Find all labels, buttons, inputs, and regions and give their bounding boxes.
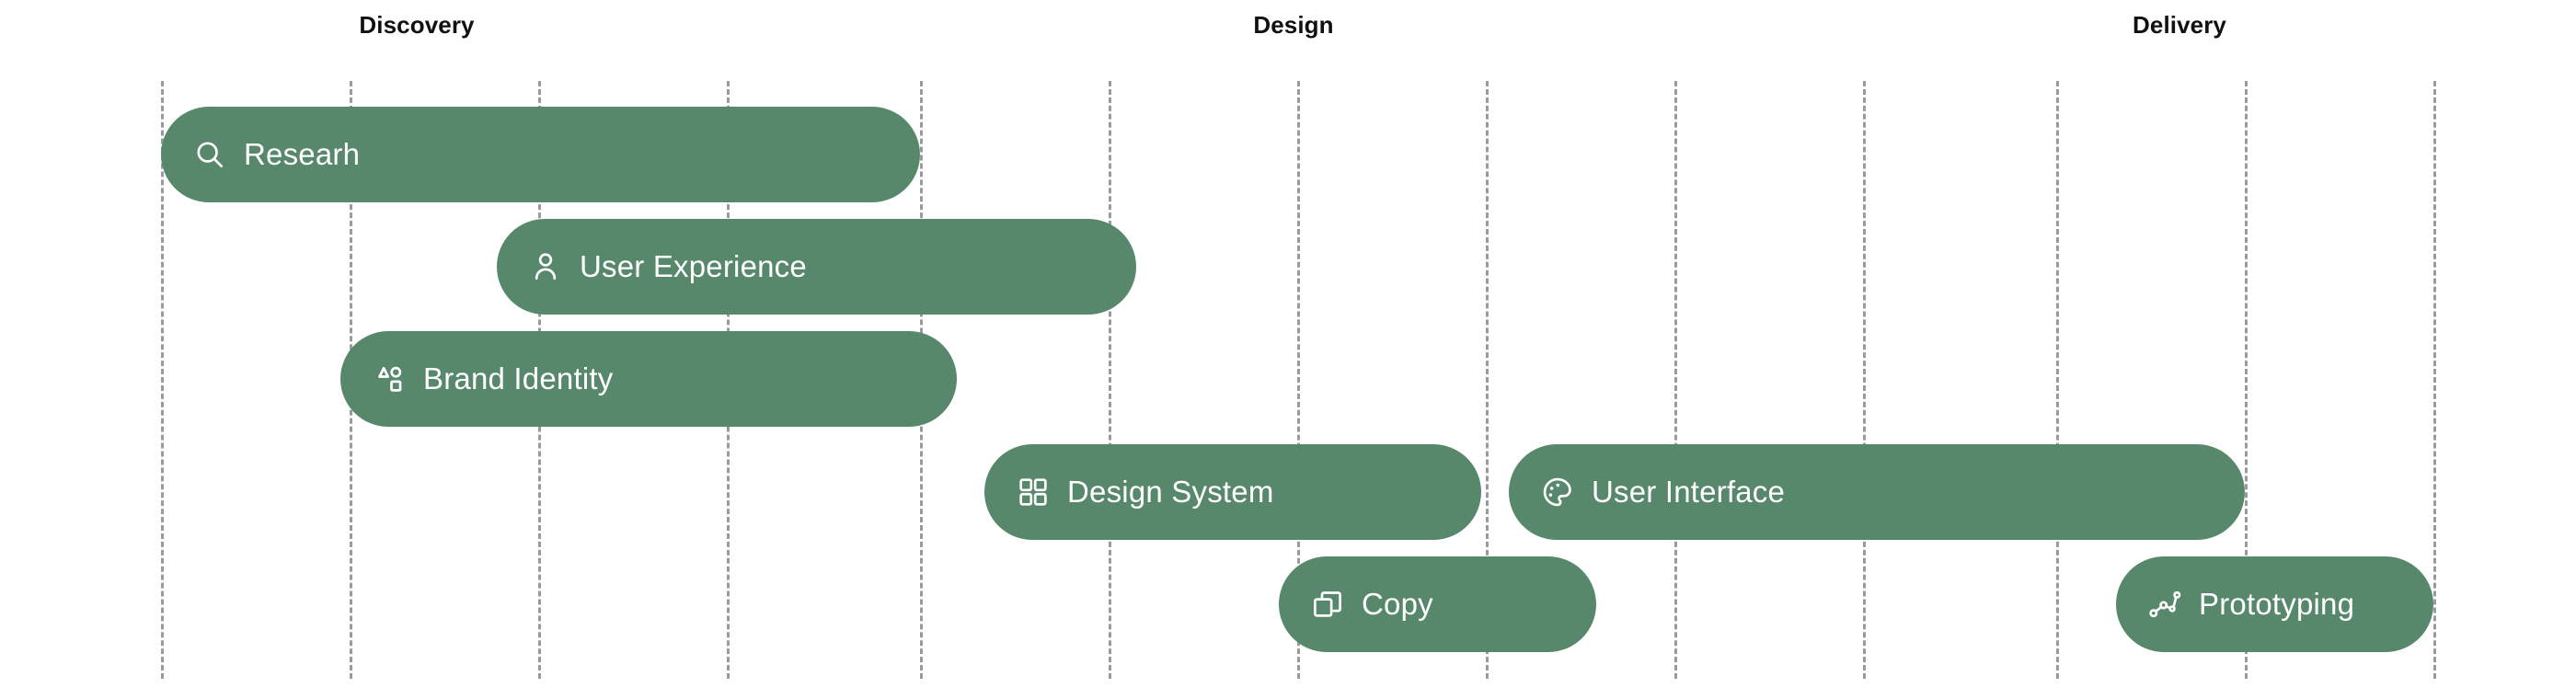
task-bar-copy[interactable]: Copy: [1279, 556, 1596, 652]
task-label: User Experience: [580, 249, 807, 283]
task-bar-user-experience[interactable]: User Experience: [497, 219, 1136, 315]
task-label: Brand Identity: [423, 361, 614, 395]
task-bar-brand-identity[interactable]: Brand Identity: [340, 331, 957, 427]
task-label: User Interface: [1592, 475, 1786, 509]
task-label: Prototyping: [2199, 587, 2355, 621]
task-label: Copy: [1362, 587, 1433, 621]
task-bar-design-system[interactable]: Design System: [984, 444, 1481, 540]
palette-icon: [1540, 475, 1575, 510]
copy-icon: [1310, 587, 1345, 622]
network-nodes-icon: [2147, 587, 2182, 622]
phase-label-design: Design: [1253, 11, 1334, 39]
phase-header-row: Discovery Design Delivery: [0, 0, 2576, 57]
user-icon: [528, 249, 563, 284]
shapes-icon: [372, 361, 407, 396]
task-label: Design System: [1067, 475, 1274, 509]
task-bar-user-interface[interactable]: User Interface: [1509, 444, 2245, 540]
search-icon: [192, 137, 227, 172]
phase-label-discovery: Discovery: [359, 11, 475, 39]
phase-label-delivery: Delivery: [2133, 11, 2226, 39]
task-label: Researh: [244, 137, 361, 171]
grid-icon: [1016, 475, 1051, 510]
task-bar-researh[interactable]: Researh: [161, 107, 920, 202]
task-bar-prototyping[interactable]: Prototyping: [2116, 556, 2433, 652]
